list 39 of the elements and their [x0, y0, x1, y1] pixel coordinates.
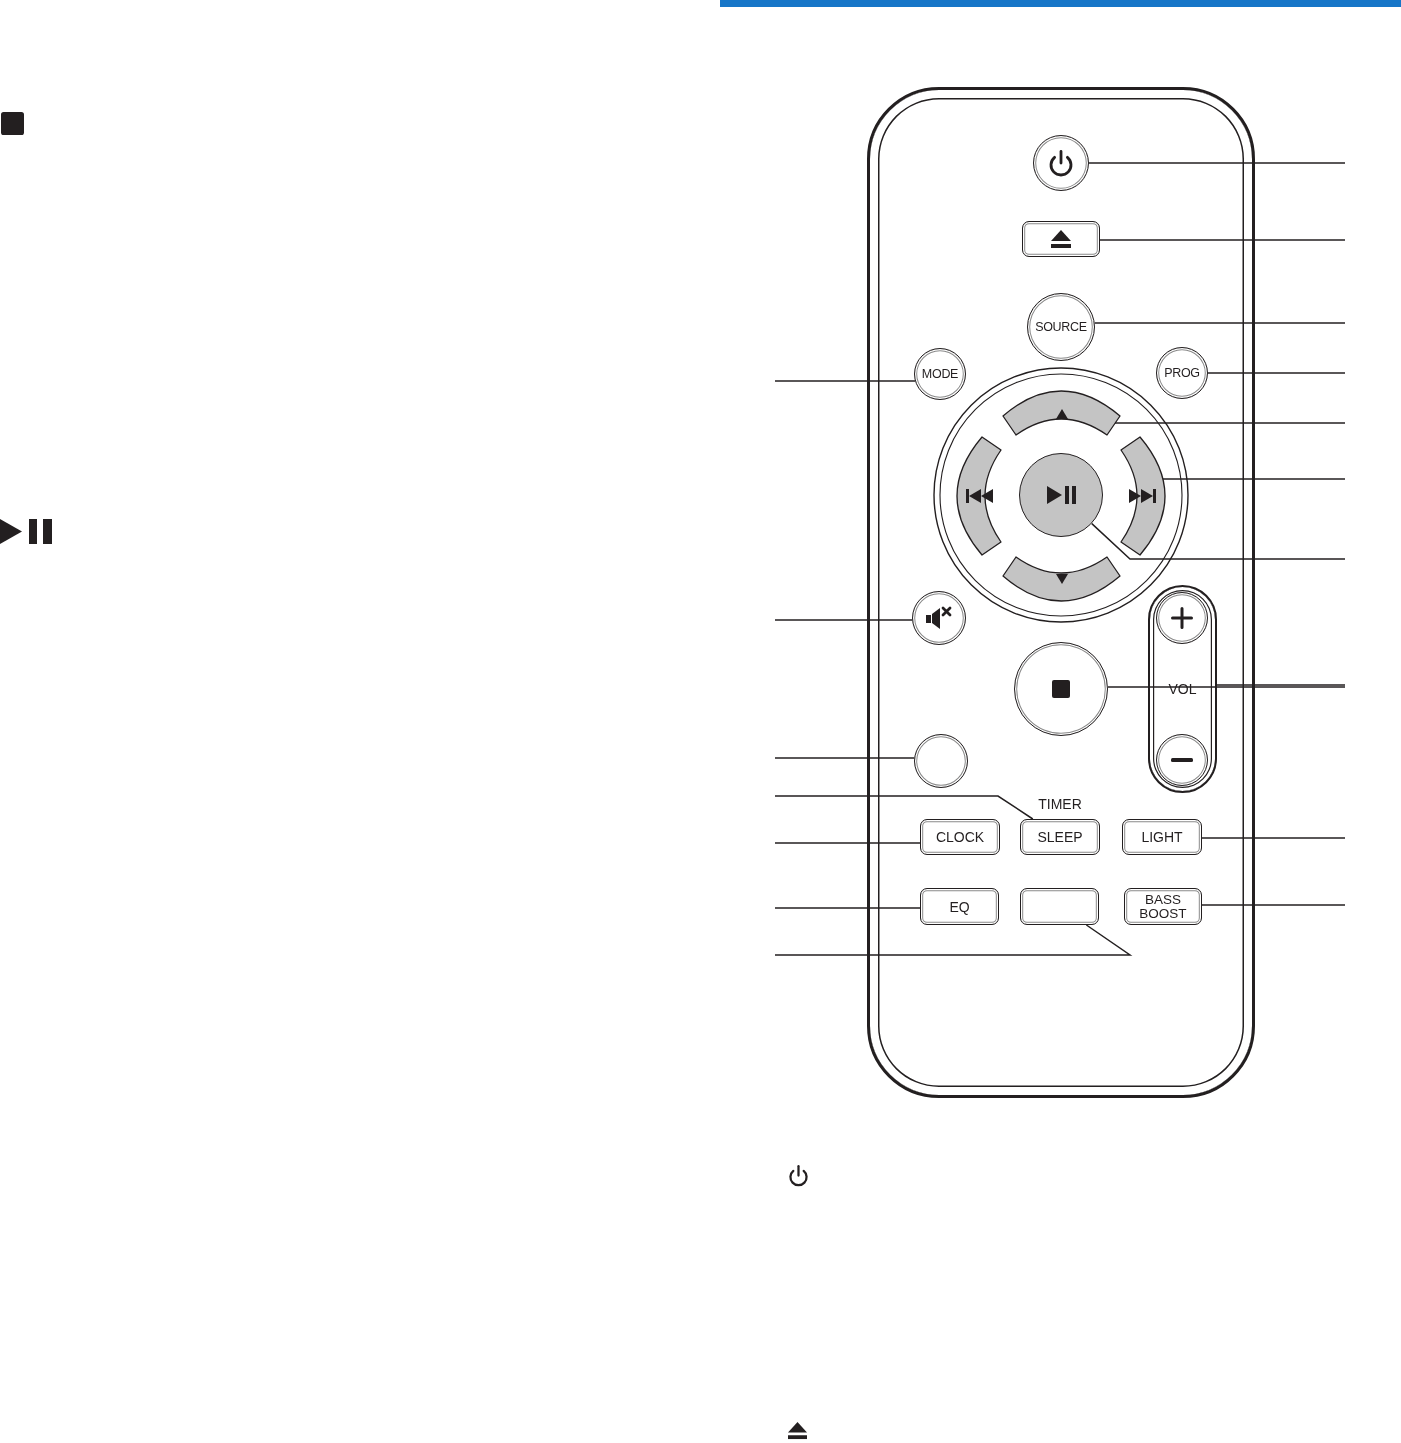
leader-line — [1207, 372, 1346, 374]
mode-button: MODE — [914, 348, 966, 400]
volume-rocker — [1148, 585, 1217, 793]
remote-control-body — [867, 87, 1255, 1098]
leader-line — [1088, 162, 1346, 164]
up-button — [1000, 389, 1123, 438]
next-button — [1118, 434, 1167, 558]
leader-line — [1114, 422, 1346, 424]
leader-line — [774, 907, 921, 909]
leader-line — [1216, 684, 1346, 686]
blank-round-button — [914, 734, 968, 788]
leader-line — [774, 380, 916, 382]
leader-line — [1201, 904, 1346, 906]
leader-line — [774, 619, 913, 621]
clock-button: CLOCK — [920, 819, 1000, 855]
light-button: LIGHT — [1122, 819, 1202, 855]
power-button — [1033, 135, 1089, 191]
leader-line — [774, 795, 1034, 820]
prog-button: PROG — [1156, 347, 1208, 399]
leader-line — [1094, 322, 1346, 324]
volume-up-button — [1155, 591, 1208, 644]
leader-line — [1162, 478, 1346, 480]
sleep-button: SLEEP — [1020, 819, 1100, 855]
previous-button — [955, 434, 1004, 558]
leader-line — [774, 757, 915, 759]
leader-line — [774, 924, 1133, 956]
eject-button — [1022, 221, 1100, 257]
leader-line — [774, 842, 921, 844]
eq-button: EQ — [920, 888, 999, 925]
timer-label: TIMER — [1038, 797, 1082, 811]
leader-line — [1107, 686, 1346, 688]
bass-boost-button: BASS BOOST — [1124, 888, 1202, 925]
leader-line — [1201, 837, 1346, 839]
source-button: SOURCE — [1027, 293, 1095, 361]
down-button — [1000, 554, 1123, 603]
leader-line — [1091, 522, 1346, 560]
mute-button — [912, 591, 966, 645]
blank-button — [1020, 888, 1099, 925]
leader-line — [1099, 239, 1346, 241]
